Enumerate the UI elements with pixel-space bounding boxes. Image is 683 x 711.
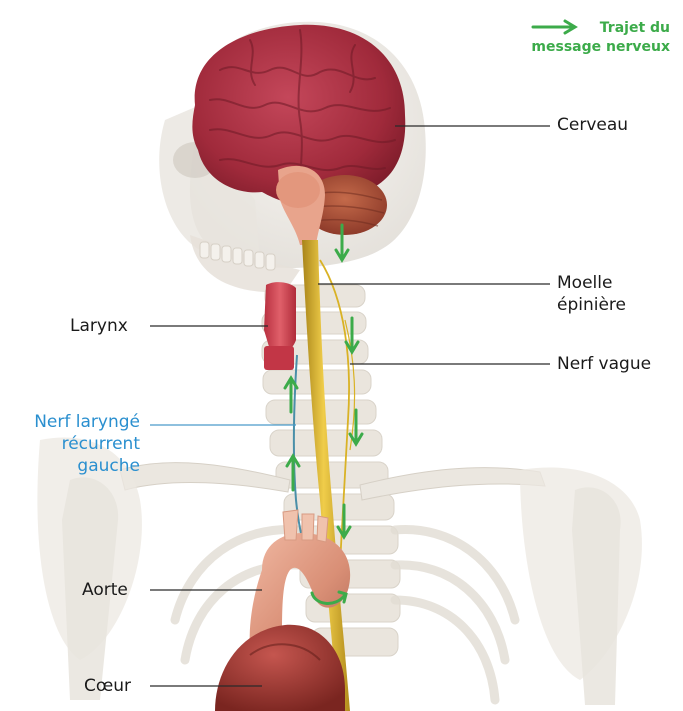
legend-line-1: Trajet du — [500, 19, 670, 38]
label-coeur: Cœur — [84, 675, 131, 697]
label-aorte: Aorte — [82, 579, 128, 601]
larynx — [264, 282, 296, 353]
legend: Trajet du message nerveux — [500, 19, 670, 57]
label-larynx: Larynx — [70, 315, 128, 337]
legend-line-2: message nerveux — [500, 38, 670, 57]
clavicle-left — [120, 463, 290, 492]
label-nerf-larynge-line-1: Nerf laryngé — [0, 411, 140, 433]
label-moelle-line-2: épinière — [557, 294, 626, 316]
pons — [276, 172, 320, 208]
label-cerveau: Cerveau — [557, 114, 628, 136]
larynx-base — [264, 346, 294, 370]
label-nerf-larynge-line-2: récurrent — [0, 433, 140, 455]
label-nerf-larynge-recurrent-gauche: Nerf laryngé récurrent gauche — [0, 411, 140, 477]
label-moelle-epiniere: Moelle épinière — [557, 272, 626, 316]
label-nerf-larynge-line-3: gauche — [0, 455, 140, 477]
label-moelle-line-1: Moelle — [557, 272, 626, 294]
label-nerf-vague: Nerf vague — [557, 353, 651, 375]
